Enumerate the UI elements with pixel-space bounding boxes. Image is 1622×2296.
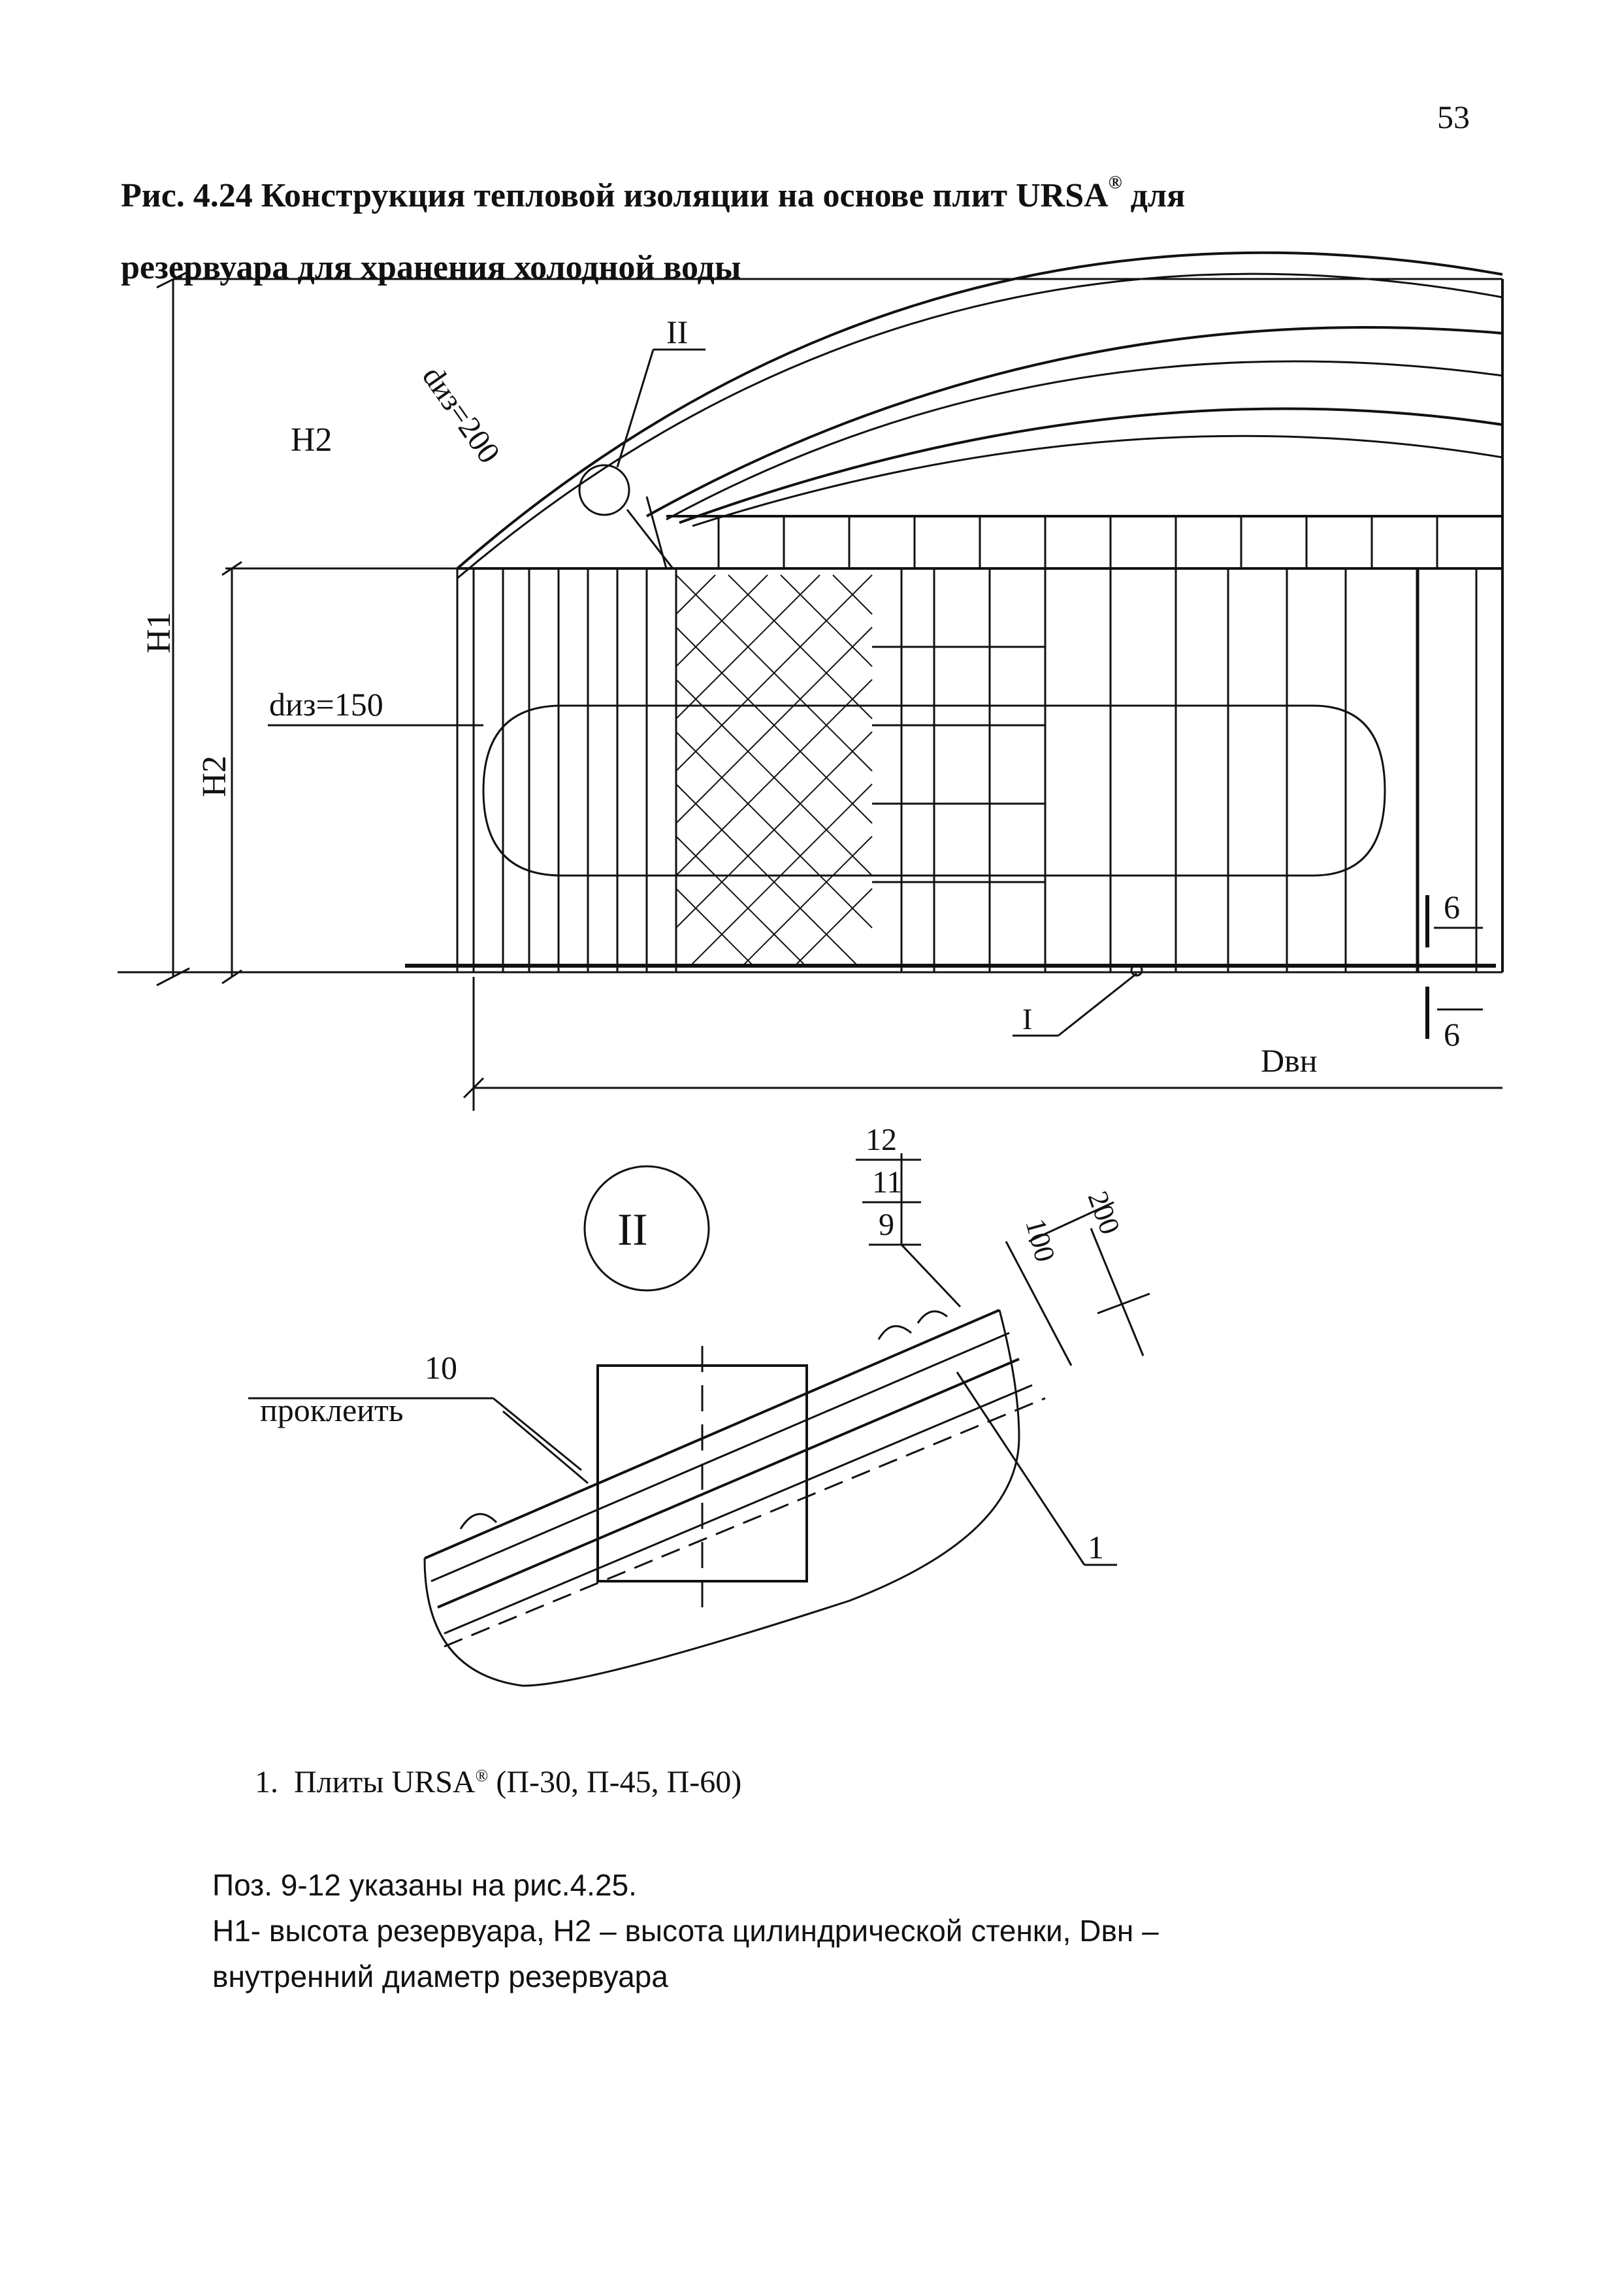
label-dvn: Dвн xyxy=(1261,1042,1317,1079)
label-h2-top: H2 xyxy=(291,421,333,459)
dimension-200: 200 xyxy=(1082,1187,1127,1239)
label-diz-200: dиз=200 xyxy=(415,360,507,470)
legend-registered-mark: ® xyxy=(475,1766,489,1785)
notes: Поз. 9-12 указаны на рис.4.25. H1- высот… xyxy=(212,1862,1453,1999)
label-diz-150: dиз=150 xyxy=(269,686,383,723)
label-h2-side: H2 xyxy=(196,755,233,797)
note-line-2: H1- высота резервуара, H2 – высота цилин… xyxy=(212,1914,1159,1948)
note-line-1: Поз. 9-12 указаны на рис.4.25. xyxy=(212,1868,637,1902)
registered-mark: ® xyxy=(1108,172,1122,193)
position-9: 9 xyxy=(879,1207,894,1242)
detail-ii-label: II xyxy=(617,1205,648,1255)
section-mark-6-top: 6 xyxy=(1444,889,1460,925)
position-10: 10 xyxy=(425,1349,457,1386)
legend-text-end: (П-30, П-45, П-60) xyxy=(488,1765,742,1799)
callout-ii-label: II xyxy=(666,314,688,350)
callout-i-label: I xyxy=(1022,1002,1032,1036)
position-11: 11 xyxy=(872,1165,902,1200)
legend-text: Плиты URSA xyxy=(294,1765,476,1799)
detail-ii xyxy=(248,1153,1150,1687)
note-glue: проклеить xyxy=(260,1392,404,1428)
legend-number: 1. xyxy=(255,1765,278,1799)
position-1: 1 xyxy=(1088,1529,1104,1566)
position-12: 12 xyxy=(866,1123,897,1157)
page-number: 53 xyxy=(1437,99,1470,135)
note-line-3: внутренний диаметр резервуара xyxy=(212,1960,668,1993)
caption-text-end: для xyxy=(1122,177,1186,214)
section-mark-6-bottom: 6 xyxy=(1444,1016,1460,1053)
legend-item-1: 1. Плиты URSA® (П-30, П-45, П-60) xyxy=(255,1764,741,1800)
dimension-100: 100 xyxy=(1019,1215,1061,1265)
label-h1: H1 xyxy=(140,612,178,653)
tank-elevation xyxy=(118,251,1504,1111)
caption-text: Рис. 4.24 Конструкция тепловой изоляции … xyxy=(121,177,1109,214)
